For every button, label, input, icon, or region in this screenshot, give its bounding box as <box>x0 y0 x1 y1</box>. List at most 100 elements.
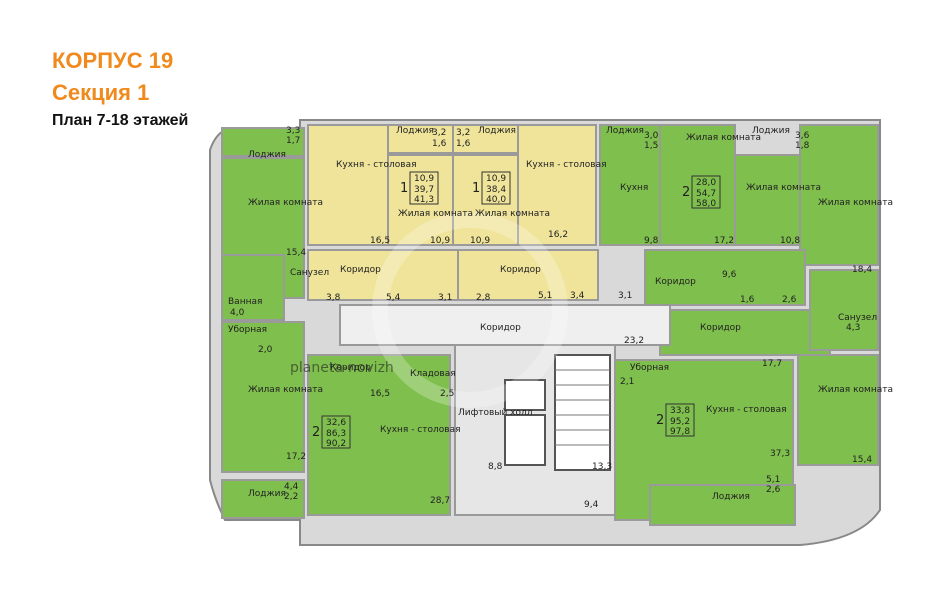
svg-text:2: 2 <box>682 185 690 200</box>
room-loggia-bottom-left <box>221 479 305 519</box>
svg-text:39,7: 39,7 <box>414 185 434 195</box>
label-corridor: Коридор <box>500 265 541 275</box>
apartment-summary: 2 28,0 54,7 58,0 <box>682 175 721 209</box>
label-loggia: Лоджия <box>752 126 790 136</box>
area-value: 15,4 <box>852 455 872 465</box>
svg-text:2: 2 <box>656 413 664 428</box>
area-value: 4,3 <box>846 323 860 333</box>
elevator-large <box>504 414 546 466</box>
area-value: 18,4 <box>852 265 872 275</box>
room-living-bottom-right <box>797 354 879 466</box>
label-corridor: Коридор <box>700 323 741 333</box>
area-value: 3,4 <box>570 291 585 301</box>
area-value: 1,5 <box>644 141 658 151</box>
area-value: 4,4 <box>284 482 299 492</box>
label-loggia: Лоджия <box>248 489 286 499</box>
label-kitchen: Кухня <box>620 183 648 193</box>
label-living-room: Жилая комната <box>818 198 893 208</box>
area-value: 3,6 <box>795 131 810 141</box>
label-bathroom: Санузел <box>290 268 329 278</box>
elevator-small <box>504 379 546 411</box>
label-loggia: Лоджия <box>478 126 516 136</box>
area-value: 1,7 <box>286 136 300 146</box>
area-value: 10,8 <box>780 236 800 246</box>
label-loggia: Лоджия <box>396 126 434 136</box>
room-kitchen-top-left-yellow <box>307 124 389 246</box>
svg-text:1: 1 <box>400 181 408 196</box>
area-value: 8,8 <box>488 462 503 472</box>
area-value: 13,3 <box>592 462 612 472</box>
section-title: Секция 1 <box>52 80 150 105</box>
svg-text:10,9: 10,9 <box>414 174 434 184</box>
svg-text:40,0: 40,0 <box>486 195 506 205</box>
area-value: 3,8 <box>326 293 341 303</box>
building-title: КОРПУС 19 <box>52 48 174 73</box>
area-value: 3,0 <box>644 131 659 141</box>
label-corridor: Коридор <box>655 277 696 287</box>
room-bath-right <box>809 269 879 351</box>
label-living-room: Жилая комната <box>818 385 893 395</box>
apartment-summary: 2 32,6 86,3 90,2 <box>312 415 351 449</box>
area-value: 1,8 <box>795 141 810 151</box>
label-loggia: Лоджия <box>248 150 286 160</box>
label-lift-hall: Лифтовый холл <box>458 408 533 418</box>
area-value: 1,6 <box>740 295 755 305</box>
area-value: 5,4 <box>386 293 401 303</box>
area-value: 5,1 <box>766 475 780 485</box>
area-value: 17,2 <box>286 452 306 462</box>
label-living-room: Жилая комната <box>686 133 761 143</box>
svg-text:54,7: 54,7 <box>696 189 716 199</box>
svg-text:58,0: 58,0 <box>696 199 716 209</box>
label-corridor: Коридор <box>330 363 371 373</box>
room-kitchen-top-right <box>599 124 661 246</box>
watermark-logo <box>372 212 568 408</box>
area-value: 1,6 <box>456 139 471 149</box>
area-value: 23,2 <box>624 336 644 346</box>
area-value: 3,1 <box>618 291 632 301</box>
apartment-summary: 1 10,9 38,4 40,0 <box>472 171 511 205</box>
room-corridor-yellow-a <box>307 249 459 301</box>
area-value: 15,4 <box>286 248 306 258</box>
label-living-room: Жилая комната <box>475 209 550 219</box>
room-living-top-left-yellow <box>387 154 454 246</box>
label-kitchen-dining: Кухня - столовая <box>336 160 417 170</box>
label-living-room: Жилая комната <box>398 209 473 219</box>
svg-text:97,8: 97,8 <box>670 427 690 437</box>
svg-text:90,2: 90,2 <box>326 439 346 449</box>
svg-text:2: 2 <box>312 425 320 440</box>
label-loggia: Лоджия <box>606 126 644 136</box>
label-toilet: Уборная <box>228 325 267 335</box>
area-value: 3,1 <box>438 293 452 303</box>
area-value: 10,9 <box>470 236 490 246</box>
area-value: 2,2 <box>284 492 298 502</box>
area-value: 37,3 <box>770 449 790 459</box>
area-value: 2,8 <box>476 293 491 303</box>
svg-text:1: 1 <box>472 181 480 196</box>
room-kitchen-top-center-yellow <box>517 124 597 246</box>
area-value: 16,5 <box>370 389 390 399</box>
room-living-mid-left <box>221 321 305 473</box>
room-kitchen-bottom-left <box>307 354 451 516</box>
area-value: 2,6 <box>766 485 781 495</box>
label-living-room: Жилая комната <box>248 385 323 395</box>
common-corridor <box>339 304 671 346</box>
svg-text:41,3: 41,3 <box>414 195 434 205</box>
room-living-top-right-a <box>659 124 736 246</box>
area-value: 1,6 <box>432 139 447 149</box>
svg-text:28,0: 28,0 <box>696 178 716 188</box>
label-loggia: Лоджия <box>712 492 750 502</box>
label-corridor: Коридор <box>480 323 521 333</box>
room-loggia-bottom-right <box>649 484 796 526</box>
svg-text:38,4: 38,4 <box>486 185 506 195</box>
room-loggia-yellow-a <box>387 124 454 154</box>
area-value: 9,8 <box>644 236 659 246</box>
label-bathroom: Санузел <box>838 313 877 323</box>
area-value: 9,6 <box>722 270 737 280</box>
room-living-far-right <box>799 124 879 266</box>
area-value: 4,0 <box>230 308 245 318</box>
area-value: 9,4 <box>584 500 599 510</box>
label-pantry: Кладовая <box>410 369 456 379</box>
area-value: 2,5 <box>440 389 454 399</box>
area-value: 17,2 <box>714 236 734 246</box>
